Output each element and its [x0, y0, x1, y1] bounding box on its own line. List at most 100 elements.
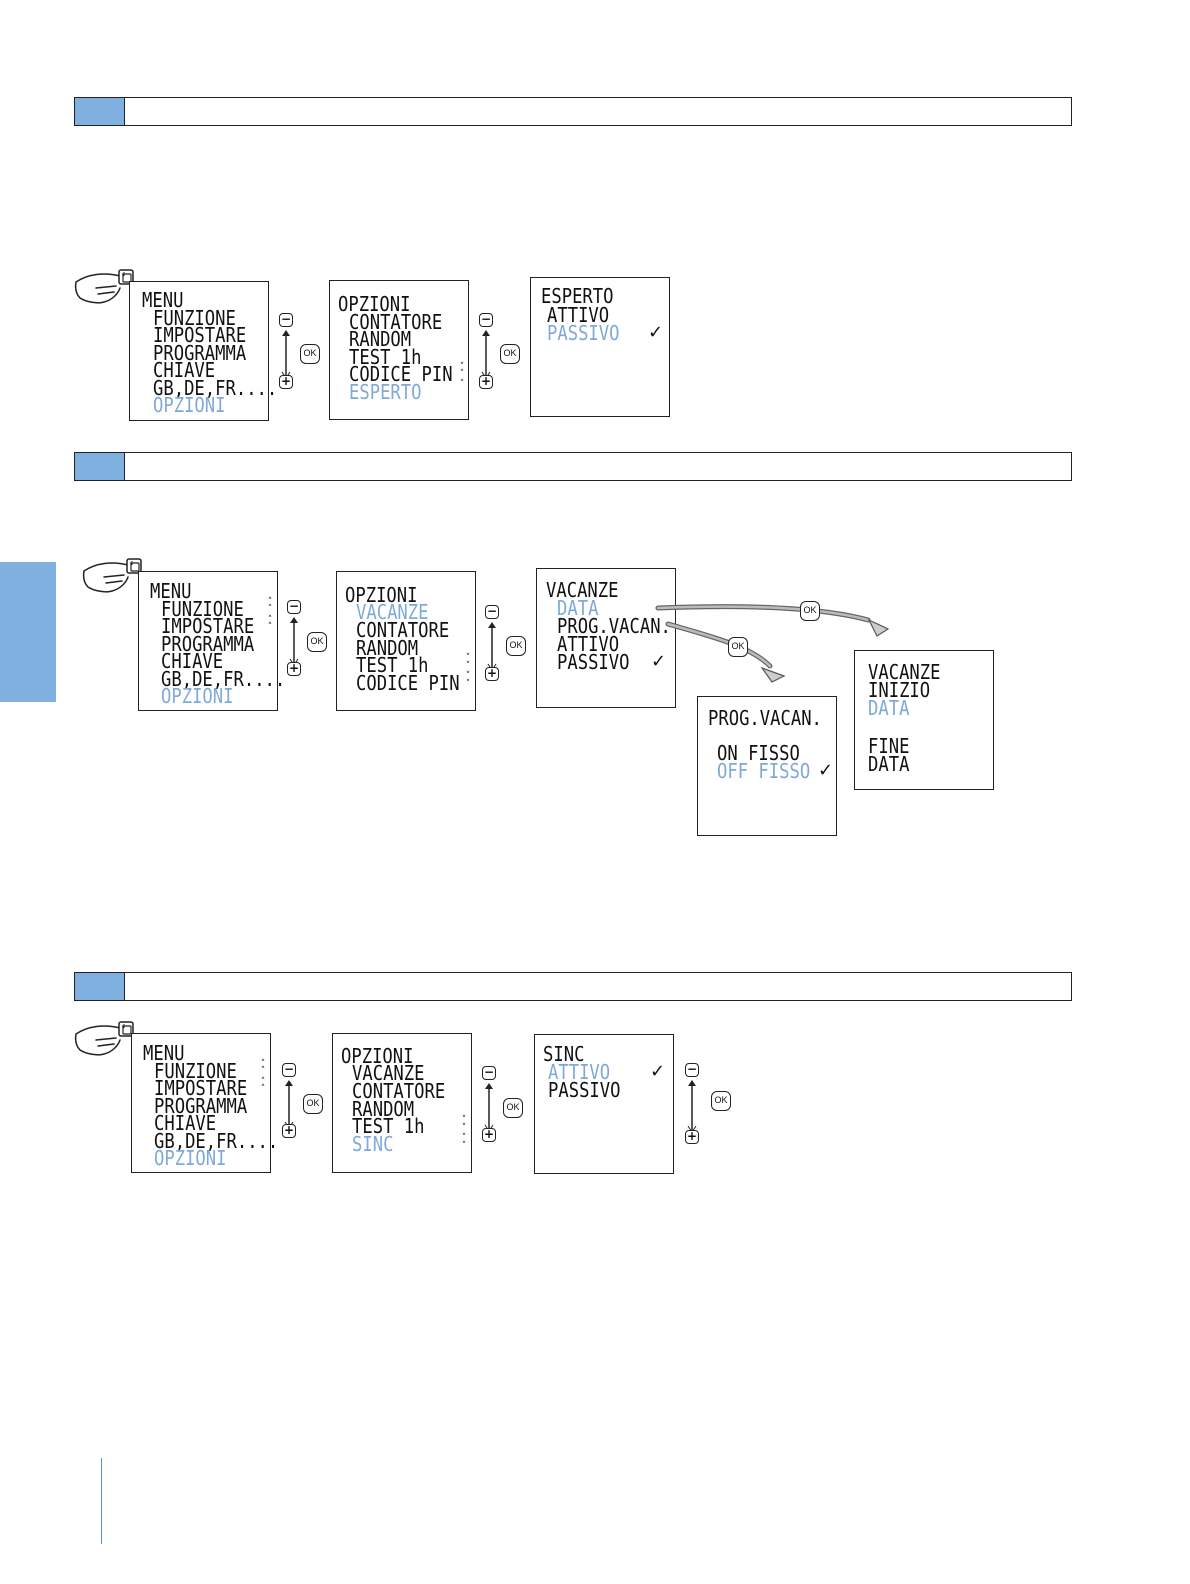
screen-line: DATA: [868, 752, 910, 776]
prog-vacan-screen: PROG.VACAN. ON FISSO OFF FISSO ✓: [697, 696, 837, 836]
double-arrow-icon: ˅: [459, 379, 465, 389]
screen-line: RANDOM: [352, 1097, 415, 1121]
nav-control: − +: [278, 313, 304, 393]
screen-line: GB,DE,FR....: [161, 667, 286, 691]
screen-line: PROGRAMMA: [154, 1094, 248, 1118]
section-marker-1: [75, 98, 125, 125]
screen-line-selected: OFF FISSO: [717, 759, 811, 783]
minus-button-icon[interactable]: −: [287, 599, 301, 614]
plus-button-icon[interactable]: +: [685, 1129, 699, 1144]
screen-line: INIZIO: [868, 678, 931, 702]
minus-button-icon[interactable]: −: [485, 604, 499, 619]
screen-line: PROGRAMMA: [161, 632, 255, 656]
screen-line-selected: PASSIVO: [547, 321, 620, 345]
screen-line: CONTATORE: [349, 310, 443, 334]
opzioni-screen: OPZIONI VACANZE CONTATORE RANDOM TEST 1h…: [336, 571, 476, 711]
ok-button-icon[interactable]: OK: [500, 344, 520, 364]
screen-line: IMPOSTARE: [154, 1076, 248, 1100]
screen-line: OPZIONI: [345, 583, 418, 607]
checkmark-icon: ✓: [818, 760, 834, 781]
screen-line-selected: ESPERTO: [349, 380, 422, 404]
menu-screen: MENU FUNZIONE IMPOSTARE PROGRAMMA CHIAVE…: [129, 281, 277, 421]
screen-line: ESPERTO: [541, 284, 614, 308]
ok-button-icon[interactable]: OK: [300, 344, 320, 364]
double-arrow-icon: ˄: [267, 615, 273, 625]
double-arrow-icon: ˅: [459, 369, 465, 379]
screen-line: RANDOM: [356, 636, 419, 660]
section-marker-3: [75, 973, 125, 1000]
double-arrow-icon: ˄: [267, 597, 273, 607]
menu-screen: MENU FUNZIONE IMPOSTARE PROGRAMMA CHIAVE…: [138, 571, 285, 711]
screen-line: ON FISSO: [717, 741, 800, 765]
screen-line: SINC: [543, 1042, 585, 1066]
plus-button-icon[interactable]: +: [479, 374, 493, 389]
sinc-screen: SINC ATTIVO PASSIVO ✓: [534, 1034, 674, 1174]
screen-line: CODICE PIN: [356, 671, 460, 695]
screen-line: PROGRAMMA: [153, 341, 247, 365]
ok-button-icon[interactable]: OK: [800, 601, 820, 621]
section-header-bar-3: [74, 972, 1072, 1001]
screen-line-selected: SINC: [352, 1132, 394, 1156]
menu-screen: MENU FUNZIONE IMPOSTARE PROGRAMMA CHIAVE…: [131, 1033, 278, 1173]
double-arrow-icon: ˄: [260, 1077, 266, 1087]
ok-button-icon[interactable]: OK: [503, 1098, 523, 1118]
vacanze-screen: VACANZE DATA PROG.VACAN. ATTIVO PASSIVO …: [536, 568, 676, 708]
double-arrow-icon: ˄: [260, 1066, 266, 1076]
screen-line: CONTATORE: [352, 1079, 446, 1103]
up-down-arrow-icon: [687, 1080, 697, 1133]
screen-line-selected: ATTIVO: [548, 1060, 611, 1084]
ok-button-icon[interactable]: OK: [711, 1091, 731, 1111]
screen-line-selected: OPZIONI: [153, 393, 226, 417]
ok-button-icon[interactable]: OK: [307, 632, 327, 652]
double-arrow-icon: ˅: [461, 1115, 467, 1125]
plus-button-icon[interactable]: +: [282, 1123, 296, 1138]
double-arrow-icon: ˅: [461, 1133, 467, 1143]
section-header-bar-1: [74, 97, 1072, 126]
plus-button-icon[interactable]: +: [485, 666, 499, 681]
up-down-arrow-icon: [281, 330, 291, 379]
double-arrow-icon: ˅: [465, 661, 471, 671]
screen-line: FINE: [868, 734, 910, 758]
screen-line-selected: VACANZE: [356, 600, 429, 624]
screen-line-selected: OPZIONI: [154, 1146, 227, 1170]
nav-control: − +: [684, 1062, 710, 1144]
screen-line-selected: OPZIONI: [161, 684, 234, 708]
screen-line: VACANZE: [868, 660, 941, 684]
double-arrow-icon: ˄: [260, 1059, 266, 1069]
screen-line: FUNZIONE: [154, 1059, 237, 1083]
ok-button-icon[interactable]: OK: [506, 636, 526, 656]
vacanze-date-screen: VACANZE INIZIO DATA FINE DATA: [854, 650, 994, 790]
section-marker-2: [75, 453, 125, 480]
esperto-screen: ESPERTO ATTIVO PASSIVO ✓: [530, 277, 670, 417]
screen-line: OPZIONI: [338, 292, 411, 316]
checkmark-icon: ✓: [651, 651, 667, 672]
plus-button-icon[interactable]: +: [279, 374, 293, 389]
chapter-side-tab: [0, 562, 56, 702]
minus-button-icon[interactable]: −: [685, 1062, 699, 1077]
minus-button-icon[interactable]: −: [482, 1065, 496, 1080]
screen-line: FUNZIONE: [153, 306, 236, 330]
screen-line-selected: DATA: [557, 596, 599, 620]
minus-button-icon[interactable]: −: [479, 312, 493, 327]
checkmark-icon: ✓: [650, 1061, 666, 1082]
screen-line: CHIAVE: [154, 1111, 217, 1135]
minus-button-icon[interactable]: −: [282, 1062, 296, 1077]
screen-line: MENU: [143, 1041, 185, 1065]
screen-line: CONTATORE: [356, 618, 450, 642]
plus-button-icon[interactable]: +: [482, 1127, 496, 1142]
ok-button-icon[interactable]: OK: [303, 1094, 323, 1114]
double-arrow-icon: ˄: [260, 1084, 266, 1094]
screen-line-selected: DATA: [868, 696, 910, 720]
double-arrow-icon: ˅: [461, 1123, 467, 1133]
nav-control: − +: [481, 1066, 507, 1146]
screen-line: PASSIVO: [557, 650, 630, 674]
minus-button-icon[interactable]: −: [279, 312, 293, 327]
screen-line: TEST 1h: [352, 1114, 425, 1138]
ok-button-icon[interactable]: OK: [728, 637, 748, 657]
checkmark-icon: ✓: [648, 322, 664, 343]
plus-button-icon[interactable]: +: [287, 661, 301, 676]
screen-line: GB,DE,FR....: [154, 1129, 279, 1153]
double-arrow-icon: ˅: [459, 362, 465, 372]
double-arrow-icon: ˄: [267, 604, 273, 614]
double-arrow-icon: ˅: [461, 1141, 467, 1151]
